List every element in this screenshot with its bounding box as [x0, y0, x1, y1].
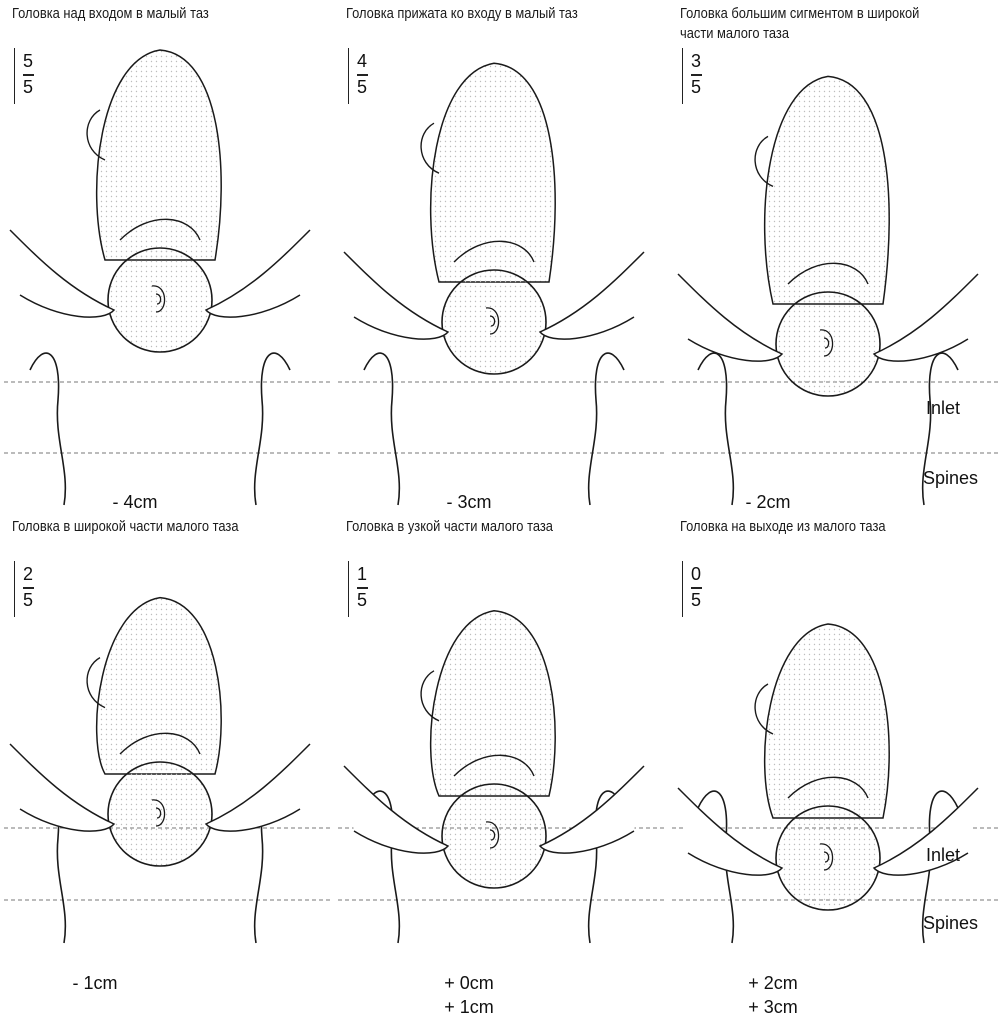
stage-panel-3: Головка большим сигментом в широкой част… — [668, 0, 1002, 513]
stage-panel-2: Головка прижата ко входу в малый таз 4 5… — [334, 0, 668, 513]
fetus-pelvis-illustration — [0, 0, 334, 513]
right-hand — [206, 744, 310, 831]
right-hand — [874, 274, 978, 361]
fetus-pelvis-illustration — [334, 0, 668, 513]
station-label: - 1cm — [15, 971, 175, 995]
fetal-body — [97, 598, 222, 774]
right-hand — [540, 252, 644, 339]
pelvis-left-wall — [364, 353, 399, 505]
inlet-label: Inlet — [926, 845, 960, 866]
pelvis-left-wall — [30, 353, 65, 505]
fetal-body — [765, 624, 890, 818]
pelvis-right-wall — [589, 353, 624, 505]
fetal-body — [765, 76, 890, 304]
station-label: - 4cm — [55, 490, 215, 514]
right-hand — [540, 766, 644, 853]
stage-panel-4: Головка в широкой части малого таза 2 5 … — [0, 513, 334, 1026]
fetus-pelvis-illustration — [668, 0, 1002, 513]
left-hand — [344, 252, 448, 339]
spines-label: Spines — [923, 468, 978, 489]
fetus-pelvis-illustration — [334, 513, 668, 1026]
fetal-body — [431, 611, 556, 796]
stage-panel-5: Головка в узкой части малого таза 1 5 + … — [334, 513, 668, 1026]
station-line: + 2cm — [693, 971, 853, 995]
station-label: - 2cm — [688, 490, 848, 514]
station-line: + 0cm — [389, 971, 549, 995]
station-line: - 2cm — [688, 490, 848, 514]
inlet-label: Inlet — [926, 398, 960, 419]
fetal-body — [431, 63, 556, 282]
station-line: + 3cm — [693, 995, 853, 1019]
fetal-body — [97, 50, 222, 260]
left-hand — [10, 230, 114, 317]
left-hand — [344, 766, 448, 853]
spines-label: Spines — [923, 913, 978, 934]
station-line: + 1cm — [389, 995, 549, 1019]
right-hand — [206, 230, 310, 317]
station-label: + 2cm + 3cm — [693, 971, 853, 1019]
station-line: - 1cm — [15, 971, 175, 995]
pelvis-right-wall — [255, 353, 290, 505]
station-label: + 0cm + 1cm — [389, 971, 549, 1019]
station-line: - 3cm — [389, 490, 549, 514]
pelvis-left-wall — [698, 353, 733, 505]
fetus-pelvis-illustration — [0, 513, 334, 1026]
fetus-pelvis-illustration — [668, 513, 1002, 1026]
station-label: - 3cm — [389, 490, 549, 514]
left-hand — [10, 744, 114, 831]
station-line: - 4cm — [55, 490, 215, 514]
left-hand — [678, 788, 782, 875]
stage-panel-6: Головка на выходе из малого таза 0 5 + 2… — [668, 513, 1002, 1026]
stage-panel-1: Головка над входом в малый таз 5 5 - 4cm — [0, 0, 334, 513]
left-hand — [678, 274, 782, 361]
